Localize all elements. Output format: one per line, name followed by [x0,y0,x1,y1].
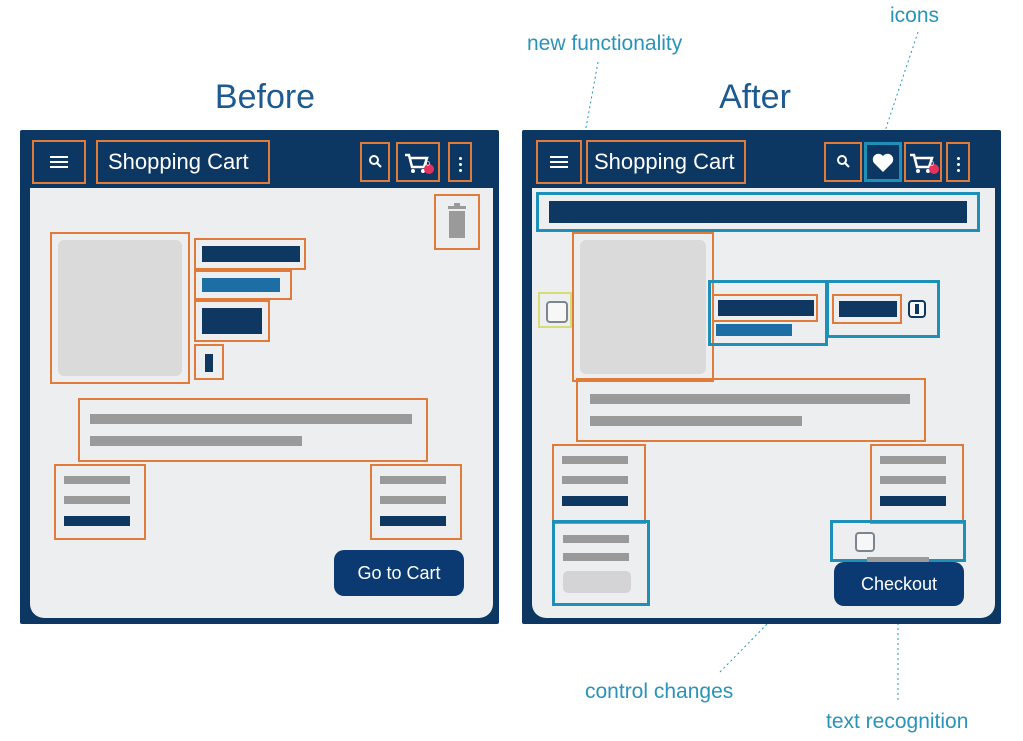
before-heading: Before [214,78,316,116]
before-product-image-frame [50,232,190,384]
after-product-image-frame [572,232,714,382]
after-product-price-bar [716,324,792,336]
before-more-button[interactable] [448,142,472,182]
before-search-button[interactable] [360,142,390,182]
leader-icons [881,31,919,141]
summary-left-line-2 [64,496,130,504]
product-name-bar [718,300,814,316]
checkbox-icon [546,301,568,323]
top-banner-bar [549,201,967,223]
after-search-button[interactable] [824,142,862,182]
description-line-2 [90,436,302,446]
after-quantity-field [832,294,902,324]
agreement-line [867,557,929,565]
extra-field[interactable] [563,571,631,593]
quantity-bar [839,301,897,317]
after-heading: After [719,78,791,116]
more-vert-icon [948,157,968,172]
menu-icon [34,156,84,168]
summary-right-line-1 [380,476,446,484]
after-summary-left [552,444,646,524]
before-menu-button[interactable] [32,140,86,184]
annotation-control-changes: control changes [585,680,734,703]
after-top-banner [536,192,980,232]
after-product-image [580,240,706,374]
annotation-new-functionality: new functionality [527,32,683,55]
before-cart-button[interactable] [396,142,440,182]
before-product-price [194,270,292,300]
before-phone: Shopping Cart 0 Go to Cart [20,130,499,624]
toggle-icon[interactable] [908,300,926,318]
after-phone: Shopping Cart 0 [522,130,1001,624]
annotation-icons: icons [890,4,940,27]
go-to-cart-button[interactable]: Go to Cart [334,550,464,596]
product-quantity-bar [205,354,213,372]
heart-icon [872,153,894,172]
summary-left-line-1 [562,456,628,464]
summary-left-line-3 [64,516,130,526]
before-description [78,398,428,462]
before-product-image [58,240,182,376]
description-line-1 [590,394,910,404]
after-summary-left-extra [552,520,650,606]
extra-line-1 [563,535,629,543]
cart-icon [910,153,939,174]
after-favorites-button[interactable] [864,142,902,182]
after-summary-right [870,444,964,524]
description-line-2 [590,416,802,426]
search-icon [837,155,850,168]
summary-left-line-1 [64,476,130,484]
before-summary-left [54,464,146,540]
before-app-title: Shopping Cart [96,140,270,184]
menu-icon [538,156,580,168]
extra-line-2 [563,553,629,561]
after-cart-badge: 0 [930,161,934,168]
after-select-item[interactable] [538,292,572,328]
before-product-quantity [194,344,224,380]
before-cart-badge: 0 [426,161,430,168]
summary-left-line-2 [562,476,628,484]
after-quantity-control[interactable] [826,280,940,338]
more-vert-icon [450,157,470,172]
search-icon [369,155,382,168]
after-product-name [712,294,818,322]
summary-right-line-3 [380,516,446,526]
after-cart-button[interactable] [904,142,942,182]
after-description [576,378,926,442]
before-product-name [194,238,306,270]
summary-right-line-2 [380,496,446,504]
after-app-title: Shopping Cart [586,140,746,184]
annotation-text-recognition: text recognition [826,710,969,733]
before-summary-right [370,464,462,540]
trash-icon [448,203,466,238]
summary-right-line-1 [880,456,946,464]
after-menu-button[interactable] [536,140,582,184]
after-agreement-row[interactable] [830,520,966,565]
before-product-option [194,300,270,342]
summary-right-line-2 [880,476,946,484]
product-option-bar [202,308,262,334]
cart-icon [405,153,434,174]
product-price-bar [202,278,280,292]
checkout-button[interactable]: Checkout [834,562,964,606]
product-name-bar [202,246,300,262]
before-delete-button[interactable] [434,194,480,250]
summary-right-line-3 [880,496,946,506]
after-more-button[interactable] [946,142,970,182]
summary-left-line-3 [562,496,628,506]
checkbox-icon [855,532,875,552]
description-line-1 [90,414,412,424]
